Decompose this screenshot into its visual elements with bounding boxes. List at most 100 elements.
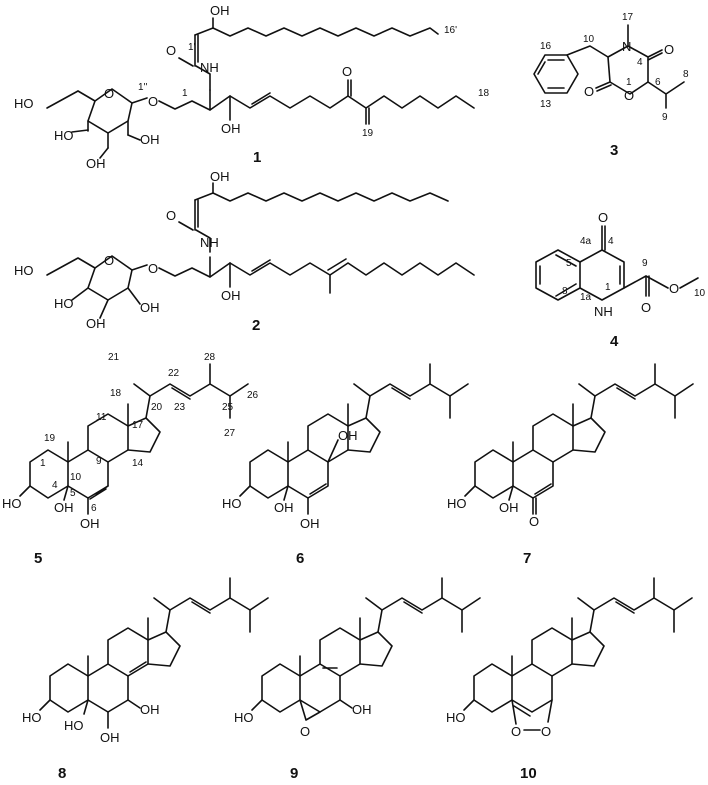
label-o1num: 1 <box>626 77 632 88</box>
compound-9: HO O OH 9 <box>234 577 481 782</box>
label-oh5: OH <box>54 500 74 515</box>
compound-id: 7 <box>523 550 531 567</box>
label-o-ester: O <box>669 281 679 296</box>
compound-id: 10 <box>520 765 537 782</box>
compound-id: 4 <box>610 333 619 350</box>
label-ho5: HO <box>64 718 84 733</box>
label-nh: NH <box>200 60 219 75</box>
label-c16: 16 <box>540 41 552 52</box>
label-c11: 11 <box>96 412 107 423</box>
label-c14: 14 <box>132 458 144 469</box>
label-oh9: OH <box>338 428 358 443</box>
label-o-carb: O <box>641 300 651 315</box>
label-c20: 20 <box>151 402 163 413</box>
label-c8: 8 <box>683 69 689 80</box>
compound-5: 21 28 18 22 20 26 19 17 23 25 11 9 27 1 … <box>2 352 259 567</box>
label-o-top: O <box>664 42 674 57</box>
label-ho2: OH <box>140 132 160 147</box>
label-ho4: HO <box>54 128 74 143</box>
label-o1: O <box>624 88 634 103</box>
label-c1pp: 1'' <box>138 82 147 93</box>
compound-4: O 4 4a 5 8 1a 1 NH 9 O O 10 4 <box>535 210 706 350</box>
label-nh: NH <box>200 235 219 250</box>
compound-id: 8 <box>58 765 66 782</box>
label-c8: 8 <box>562 286 568 297</box>
label-o4: O <box>598 210 608 225</box>
label-o-amide: O <box>166 208 176 223</box>
label-c1: 1 <box>40 458 46 469</box>
label-c9: 9 <box>662 112 668 123</box>
compound-id: 9 <box>290 765 298 782</box>
compound-3: 17 10 16 13 N 4 O O O 1 6 8 9 3 <box>533 12 689 159</box>
label-ho3: OH <box>86 316 106 331</box>
label-oh7: OH <box>140 702 160 717</box>
label-c27: 27 <box>224 428 236 439</box>
label-ho3: HO <box>234 710 254 725</box>
label-oh6: OH <box>80 516 100 531</box>
label-c5: 5 <box>70 488 76 499</box>
label-oh6: OH <box>300 516 320 531</box>
label-c19: 19 <box>44 433 56 444</box>
label-c4: 4 <box>52 480 58 491</box>
label-oh7: OH <box>352 702 372 717</box>
compound-id: 3 <box>610 142 618 159</box>
compound-2: HO HO OH OH O O NH O OH OH 2 <box>14 169 475 334</box>
label-n4: N <box>622 39 631 54</box>
label-c13: 13 <box>540 99 552 110</box>
compound-id: 5 <box>34 550 42 567</box>
label-n4num: 4 <box>637 57 643 68</box>
label-c10: 10 <box>694 288 706 299</box>
label-o-epox: O <box>300 724 310 739</box>
label-oh6: OH <box>100 730 120 745</box>
compound-id: 6 <box>296 550 304 567</box>
label-c9: 9 <box>96 456 102 467</box>
label-o-keto: O <box>342 64 352 79</box>
label-oh5: OH <box>499 500 519 515</box>
label-c18: 18 <box>110 388 122 399</box>
label-oh5: OH <box>274 500 294 515</box>
label-c17: 17 <box>132 420 144 431</box>
label-o-b: O <box>541 724 551 739</box>
label-nh: NH <box>594 304 613 319</box>
label-n1: 1 <box>605 282 611 293</box>
compound-id: 1 <box>253 149 261 166</box>
label-o-gly: O <box>148 261 158 276</box>
label-c26: 26 <box>247 390 259 401</box>
compound-8: HO HO OH OH 8 <box>22 577 269 782</box>
label-ho3: HO <box>222 496 242 511</box>
label-ho6: HO <box>14 96 34 111</box>
label-ho3: HO <box>22 710 42 725</box>
label-o-gly: O <box>148 94 158 109</box>
label-ho3: HO <box>446 710 466 725</box>
label-ho3: HO <box>2 496 22 511</box>
label-c1p: 1' <box>188 42 196 53</box>
label-c9: 9 <box>642 258 648 269</box>
label-c10: 10 <box>583 34 595 45</box>
label-o6: O <box>529 514 539 529</box>
label-oh3: OH <box>221 288 241 303</box>
label-ho4: HO <box>54 296 74 311</box>
label-c18: 18 <box>478 88 490 99</box>
label-c23: 23 <box>174 402 186 413</box>
label-c16p: 16' <box>444 25 457 36</box>
label-c6: 6 <box>91 503 97 514</box>
label-c5: 5 <box>566 258 572 269</box>
label-c4: 4 <box>608 236 614 247</box>
label-o-ring: O <box>104 253 114 268</box>
compound-10: HO O O 10 <box>446 577 693 782</box>
label-c21: 21 <box>108 352 120 363</box>
label-c17: 17 <box>622 12 634 23</box>
label-o-left: O <box>584 84 594 99</box>
compound-1: HO HO OH OH O O 1'' 1 NH O 1' OH 16' OH … <box>14 3 490 171</box>
compound-6: OH HO OH OH 6 <box>222 363 469 567</box>
label-c28: 28 <box>204 352 216 363</box>
label-o-ring: O <box>104 86 114 101</box>
label-oh3: OH <box>221 121 241 136</box>
label-oh-top: OH <box>210 3 230 18</box>
label-oh-top: OH <box>210 169 230 184</box>
label-o-a: O <box>511 724 521 739</box>
label-c1: 1 <box>182 88 188 99</box>
label-c10: 10 <box>70 472 82 483</box>
label-c1a: 1a <box>580 292 592 303</box>
